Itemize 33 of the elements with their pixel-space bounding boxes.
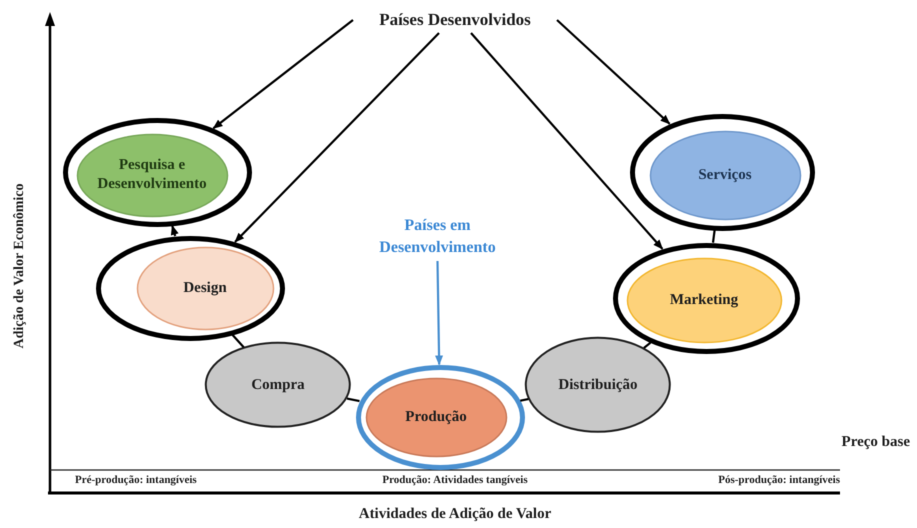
arrow bbox=[234, 32, 440, 243]
connector-line bbox=[232, 334, 245, 348]
connector-line bbox=[712, 230, 716, 243]
phase-label: Pré-produção: intangíveis bbox=[75, 474, 198, 486]
phase-label: Pós-produção: intangíveis bbox=[717, 474, 840, 486]
ellipse-node bbox=[525, 337, 671, 433]
node-label: Pesquisa e Desenvolvimento bbox=[96, 156, 208, 194]
connector-line bbox=[346, 398, 360, 402]
connector-line bbox=[520, 398, 529, 402]
axis-title: Atividades de Adição de Valor bbox=[358, 506, 552, 523]
axis-title: Adição de Valor Econômico bbox=[12, 182, 28, 351]
node-label: Serviços bbox=[697, 166, 753, 185]
node-label: Produção bbox=[404, 408, 468, 427]
ringed-ellipse-node bbox=[96, 236, 284, 340]
phase-label: Produção: Atividades tangíveis bbox=[381, 474, 529, 486]
baseline-label: Preço base bbox=[840, 434, 910, 451]
node-label: Marketing bbox=[668, 290, 740, 310]
arrow bbox=[212, 19, 354, 130]
node-label: Compra bbox=[250, 376, 306, 395]
arrow bbox=[470, 32, 664, 250]
node-label: Design bbox=[182, 278, 228, 298]
callout-text: Países em Desenvolvimento bbox=[355, 215, 520, 260]
ringed-ellipse-node bbox=[630, 114, 814, 230]
arrow bbox=[435, 260, 444, 366]
ringed-ellipse-node bbox=[62, 118, 252, 226]
connector-line bbox=[643, 342, 652, 349]
ellipse-node bbox=[205, 342, 351, 428]
ringed-ellipse-node bbox=[356, 364, 524, 470]
arrow bbox=[556, 19, 670, 125]
heading-text: Países Desenvolvidos bbox=[355, 8, 555, 32]
ringed-ellipse-node bbox=[612, 242, 800, 354]
arrow bbox=[170, 224, 179, 236]
node-label: Distribuição bbox=[557, 376, 639, 395]
